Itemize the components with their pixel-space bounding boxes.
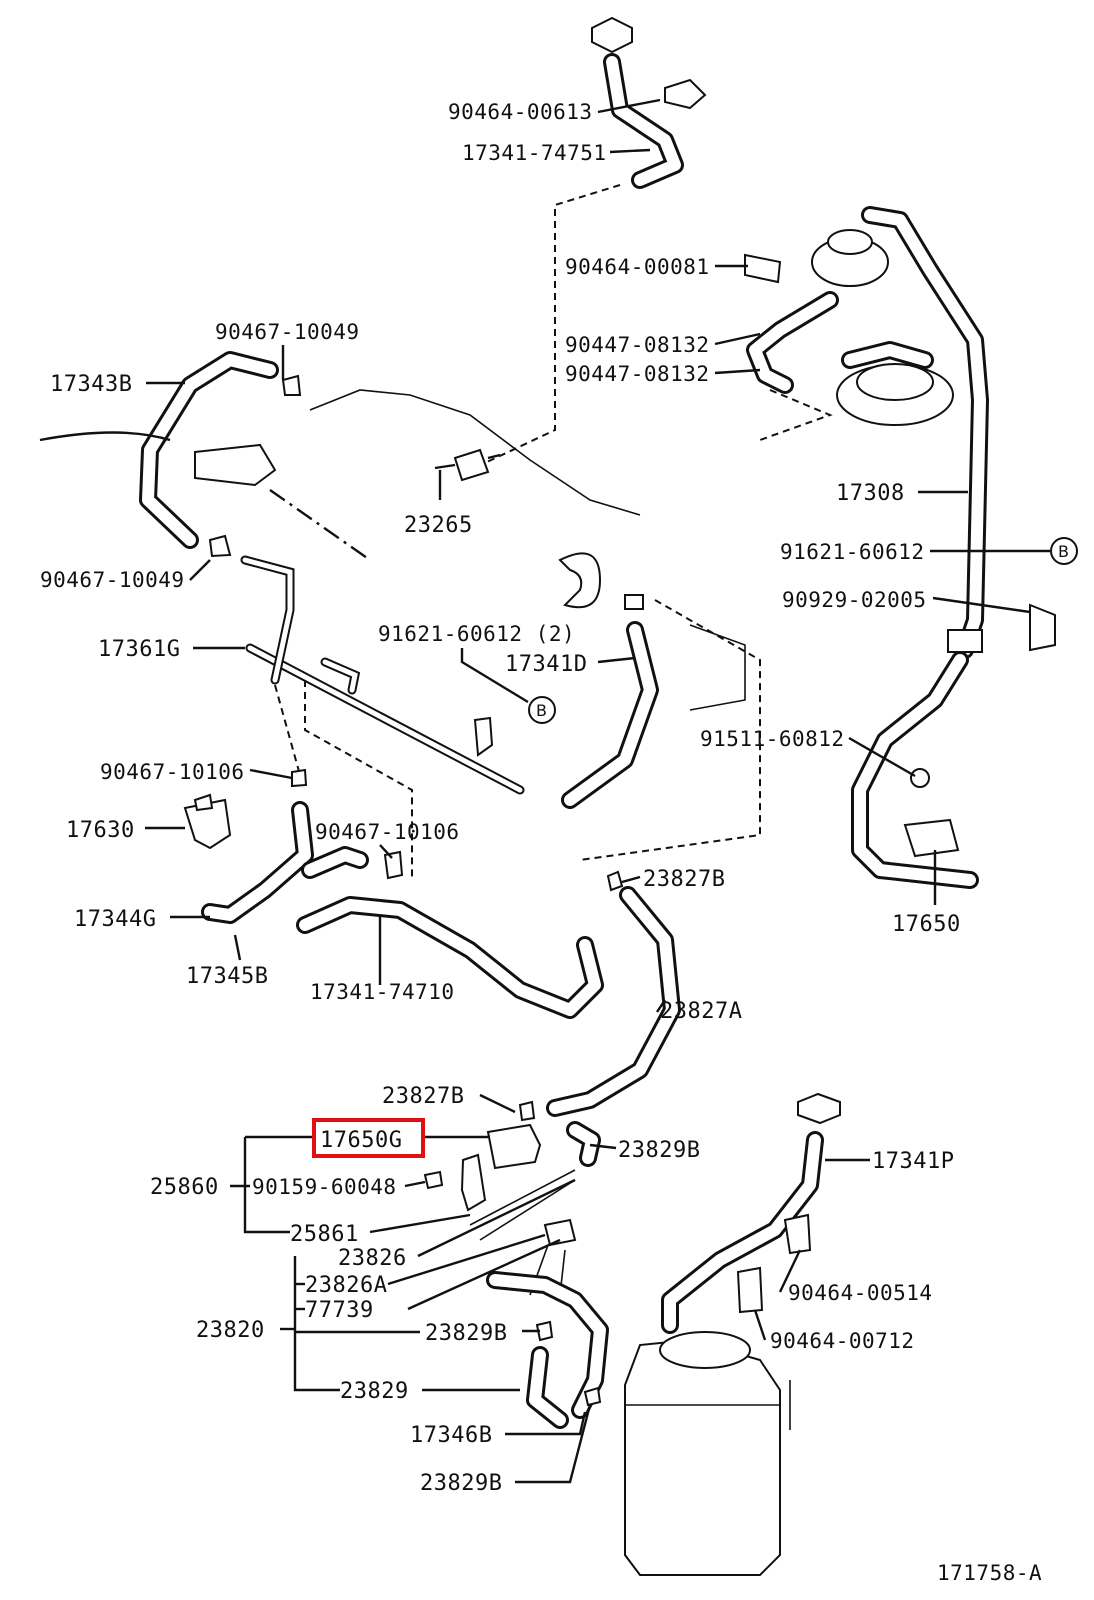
label-90464-00514[interactable]: 90464-00514 (788, 1281, 933, 1305)
label-90929-02005[interactable]: 90929-02005 (782, 588, 927, 612)
label-90467-10106-b[interactable]: 90467-10106 (315, 820, 460, 844)
label-23829[interactable]: 23829 (340, 1379, 409, 1404)
callout-b-center (528, 696, 556, 724)
bolt-90159-60048 (423, 1170, 444, 1190)
hose-23827A-drawing (518, 870, 681, 1122)
clip-90467-10049-a (281, 374, 302, 396)
label-23826A[interactable]: 23826A (305, 1273, 387, 1298)
callout-letter-right: B (1058, 542, 1069, 561)
bracket-91621-60612 (1029, 603, 1056, 652)
label-23829B-b[interactable]: 23829B (425, 1321, 507, 1346)
vsv-assembly-upper-right (744, 229, 954, 426)
valve-17630 (183, 798, 232, 850)
hose-17308 (861, 206, 989, 659)
label-17650G[interactable]: 17650G (320, 1128, 402, 1153)
label-17341-74751[interactable]: 17341-74751 (462, 141, 607, 165)
diagram-id: 171758-A (937, 1561, 1042, 1585)
clip-90464-00514 (783, 1213, 812, 1255)
clip-90464-00613 (664, 78, 707, 110)
connector-top (591, 16, 633, 54)
label-23829B-c[interactable]: 23829B (420, 1471, 502, 1496)
highlight-box-17650G (312, 1118, 425, 1158)
label-77739[interactable]: 77739 (305, 1298, 374, 1323)
label-91621-60612[interactable]: 91621-60612 (780, 540, 925, 564)
clamp-90929-02005 (947, 629, 983, 653)
label-90447-08132-b[interactable]: 90447-08132 (565, 362, 710, 386)
clip-90464-00081 (744, 253, 782, 284)
grommet-91511-60812 (910, 768, 930, 788)
label-90159-60048[interactable]: 90159-60048 (252, 1175, 397, 1199)
label-23826[interactable]: 23826 (338, 1246, 407, 1271)
label-91621-60612-2[interactable]: 91621-60612 (2) (378, 622, 575, 646)
label-17630[interactable]: 17630 (66, 818, 135, 843)
throttle-body (194, 443, 277, 487)
vsv-17650 (903, 818, 960, 858)
label-90467-10049-b[interactable]: 90467-10049 (40, 568, 185, 592)
canister-drawing (624, 1092, 841, 1576)
label-25861[interactable]: 25861 (290, 1222, 359, 1247)
hose-17341-74751-drawing (591, 16, 707, 189)
label-17361G[interactable]: 17361G (98, 637, 180, 662)
vsv-17650G-drawing (423, 1123, 542, 1212)
label-90464-00081[interactable]: 90464-00081 (565, 255, 710, 279)
label-90467-10106-a[interactable]: 90467-10106 (100, 760, 245, 784)
dashed-route-d (579, 599, 761, 861)
label-90464-00613[interactable]: 90464-00613 (448, 100, 593, 124)
dashed-route-b (759, 389, 833, 441)
label-17343B[interactable]: 17343B (50, 372, 132, 397)
label-23827B-a[interactable]: 23827B (643, 867, 725, 892)
hose-17343B-drawing (139, 351, 302, 558)
callout-b-right (1050, 537, 1078, 565)
hose-17308-drawing (851, 206, 1056, 889)
charcoal-canister (624, 1338, 781, 1576)
label-17345B[interactable]: 17345B (186, 964, 268, 989)
hose-17341D-drawing (558, 552, 746, 809)
label-90464-00712[interactable]: 90464-00712 (770, 1329, 915, 1353)
dashed-route-c (304, 680, 413, 880)
label-91511-60812[interactable]: 91511-60812 (700, 727, 845, 751)
hose-group-lower (469, 1121, 609, 1429)
clip-90464-00712 (736, 1266, 764, 1314)
label-90467-10049-a[interactable]: 90467-10049 (215, 320, 360, 344)
callout-letter-center: B (536, 701, 547, 720)
clip-90467-10049-b (208, 534, 232, 558)
vsv-17650G (486, 1123, 542, 1170)
connector-17341P (797, 1092, 841, 1125)
clip-23827B-a (606, 870, 624, 892)
clip-23829B-c (583, 1386, 602, 1407)
label-17650[interactable]: 17650 (892, 912, 961, 937)
clip-23829B-b (535, 1320, 554, 1342)
bracket-25861 (460, 1153, 487, 1212)
label-23829B-a[interactable]: 23829B (618, 1138, 700, 1163)
part-labels: 90464-00613 17341-74751 90464-00081 9044… (40, 100, 1069, 1585)
label-90447-08132-a[interactable]: 90447-08132 (565, 333, 710, 357)
label-23827B-b[interactable]: 23827B (382, 1084, 464, 1109)
clip-90467-10106-a (291, 768, 308, 788)
label-23820[interactable]: 23820 (196, 1318, 265, 1343)
dashed-route-a (469, 184, 621, 471)
label-17341D[interactable]: 17341D (505, 652, 587, 677)
hose-group-mid-left (201, 768, 604, 1019)
valve-23265 (434, 448, 501, 482)
label-17346B[interactable]: 17346B (410, 1423, 492, 1448)
label-23827A[interactable]: 23827A (660, 999, 742, 1024)
clip-90467-10106-b (383, 850, 404, 880)
label-23265[interactable]: 23265 (404, 513, 473, 538)
clip-23827B-b (518, 1100, 536, 1122)
label-17341P[interactable]: 17341P (872, 1149, 954, 1174)
vsv-77739 (543, 1218, 577, 1247)
label-17341-74710[interactable]: 17341-74710 (310, 980, 455, 1004)
label-25860[interactable]: 25860 (150, 1175, 219, 1200)
label-17344G[interactable]: 17344G (74, 907, 156, 932)
pipe-17361G-drawing (240, 555, 525, 795)
label-17308[interactable]: 17308 (836, 481, 905, 506)
leader-lines (145, 98, 1078, 1484)
